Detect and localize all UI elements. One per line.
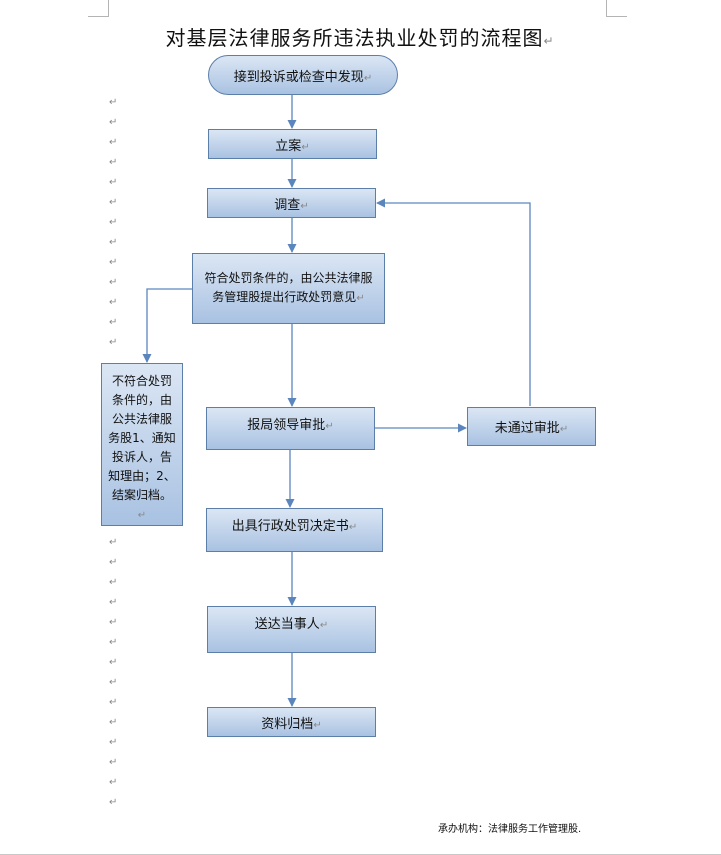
footer-agency-text: 承办机构：法律服务工作管理股 <box>438 824 578 835</box>
paragraph-mark-icon: ↵ <box>109 717 118 728</box>
flow-noncompliant-box: 不符合处罚条件的，由公共法律服务股1、通知投诉人，告知理由；2、结案归档。 ↵ <box>101 363 183 526</box>
flow-filing-label: 立案 <box>275 138 302 154</box>
flow-archive-label: 资料归档 <box>261 716 314 732</box>
page-title-text: 对基层法律服务所违法执业处罚的流程图 <box>165 26 544 50</box>
page-corner-mark-top-left <box>88 0 109 17</box>
paragraph-mark-icon: ↵ <box>363 72 373 84</box>
page-title: 对基层法律服务所违法执业处罚的流程图↵ <box>90 22 630 54</box>
paragraph-mark-icon: ↵ <box>109 577 118 588</box>
flow-start-label: 接到投诉或检查中发现 <box>233 69 364 85</box>
paragraph-mark-icon: ↵ <box>109 117 118 128</box>
flow-compliant-box: 符合处罚条件的，由公共法律服务管理股提出行政处罚意见↵ <box>192 253 385 324</box>
paragraph-mark-icon: ↵ <box>109 337 118 348</box>
paragraph-mark-icon: ↵ <box>109 217 118 228</box>
paragraph-mark-icon: ↵ <box>109 557 118 568</box>
paragraph-mark-icon: ↵ <box>313 719 322 731</box>
flow-compliant-label: 符合处罚条件的，由公共法律服务管理股提出行政处罚意见 <box>204 271 373 304</box>
paragraph-mark-icon: ↵ <box>109 297 118 308</box>
flow-noncompliant-label: 不符合处罚条件的，由公共法律服务股1、通知投诉人，告知理由；2、结案归档。 <box>108 374 176 502</box>
flow-decision-box: 出具行政处罚决定书↵ <box>206 508 383 552</box>
paragraph-mark-icon: ↵ <box>109 257 118 268</box>
flow-rejected-label: 未通过审批 <box>494 421 560 436</box>
paragraph-mark-icon: ↵ <box>109 677 118 688</box>
paragraph-mark-icon: ↵ <box>109 137 118 148</box>
paragraph-mark-icon: ↵ <box>301 141 310 153</box>
paragraph-mark-icon: ↵ <box>109 157 118 168</box>
paragraph-mark-icon: ↵ <box>325 421 334 432</box>
flow-approval-label: 报局领导审批 <box>247 418 326 433</box>
paragraph-mark-icon: ↵ <box>319 620 329 631</box>
flow-delivery-label: 送达当事人 <box>254 617 320 632</box>
paragraph-mark-icon: ↵ <box>109 757 118 768</box>
paragraph-mark-icon: ↵ <box>109 777 118 788</box>
paragraph-mark-icon: ↵ <box>109 737 118 748</box>
paragraph-mark-icon: ↵ <box>109 97 118 108</box>
page-footer: 承办机构：法律服务工作管理股. <box>438 820 581 835</box>
paragraph-mark-icon: ↵ <box>300 200 309 212</box>
paragraph-mark-icon: ↵ <box>109 197 118 208</box>
paragraph-mark-icon: ↵ <box>109 277 118 288</box>
paragraph-mark-icon: ↵ <box>543 34 555 48</box>
paragraph-mark-icon: ↵ <box>348 522 358 533</box>
paragraph-mark-icon: ↵ <box>109 617 118 628</box>
flow-rejected-box: 未通过审批↵ <box>467 407 596 446</box>
flow-investigation-label: 调查 <box>274 197 301 213</box>
paragraph-mark-icon: ↵ <box>109 237 118 248</box>
paragraph-mark-icon: ↵ <box>109 697 118 708</box>
paragraph-mark-icon: ↵ <box>109 797 118 808</box>
flow-archive-box: 资料归档↵ <box>207 707 376 737</box>
paragraph-mark-icon: ↵ <box>356 293 365 304</box>
paragraph-mark-icon: ↵ <box>109 317 118 328</box>
arrow-compliant-to-noncompliant <box>142 288 192 363</box>
paragraph-mark-icon: ↵ <box>559 424 569 435</box>
paragraph-mark-icon: ↵ <box>109 537 118 548</box>
paragraph-mark-icon: ↵ <box>109 177 118 188</box>
footer-end-text: . <box>578 824 582 835</box>
flow-decision-label: 出具行政处罚决定书 <box>231 519 349 534</box>
flow-approval-box: 报局领导审批↵ <box>206 407 375 450</box>
paragraph-mark-icon: ↵ <box>109 657 118 668</box>
flow-delivery-box: 送达当事人↵ <box>207 606 376 653</box>
paragraph-mark-icon: ↵ <box>109 597 118 608</box>
paragraph-mark-icon: ↵ <box>137 510 147 521</box>
arrow-rejected-to-investigation <box>376 198 531 406</box>
flow-investigation-box: 调查↵ <box>207 188 376 218</box>
flow-start-box: 接到投诉或检查中发现↵ <box>208 55 398 95</box>
flow-filing-box: 立案↵ <box>208 129 377 159</box>
page-corner-mark-top-right <box>606 0 627 17</box>
paragraph-mark-icon: ↵ <box>109 637 118 648</box>
